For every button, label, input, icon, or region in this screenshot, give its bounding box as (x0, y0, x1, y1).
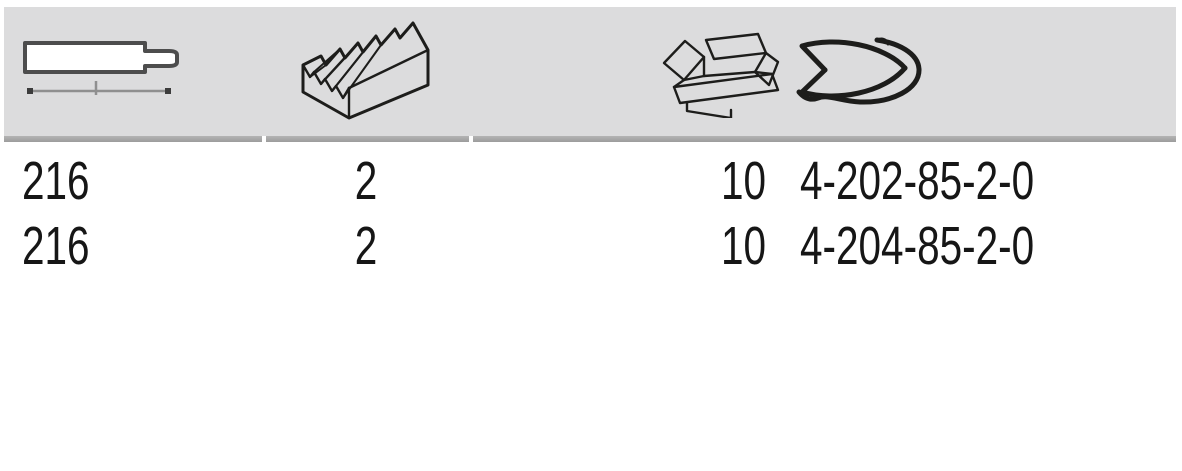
milled-teeth-icon (301, 21, 430, 120)
cell-article-number: 4-202-85-2-0 (800, 154, 1112, 208)
cut-value: 2 (354, 216, 378, 276)
table-row: 216 2 10 4-202-85-2-0 (0, 154, 1182, 208)
header-underline-segment (473, 136, 1176, 142)
cut-value: 2 (354, 151, 378, 211)
table-row: 216 2 10 4-204-85-2-0 (0, 219, 1182, 273)
cell-length: 216 (22, 154, 112, 208)
cell-pack-quantity: 10 (640, 219, 766, 273)
length-value: 216 (22, 216, 90, 276)
table-header (4, 7, 1176, 136)
cell-cut: 2 (330, 154, 402, 208)
file-profile-length-icon (23, 41, 179, 95)
cell-article-number: 4-204-85-2-0 (800, 219, 1112, 273)
fish-logo-icon (796, 37, 922, 105)
length-value: 216 (22, 151, 90, 211)
pack-quantity-value: 10 (720, 216, 766, 276)
article-number-value: 4-202-85-2-0 (800, 151, 1035, 211)
cell-cut: 2 (330, 219, 402, 273)
cell-length: 216 (22, 219, 112, 273)
header-underline-segment (266, 136, 469, 142)
article-number-value: 4-204-85-2-0 (800, 216, 1035, 276)
header-underline-segment (4, 136, 262, 142)
cell-pack-quantity: 10 (640, 154, 766, 208)
pack-quantity-value: 10 (720, 151, 766, 211)
packaging-box-icon (662, 32, 780, 118)
